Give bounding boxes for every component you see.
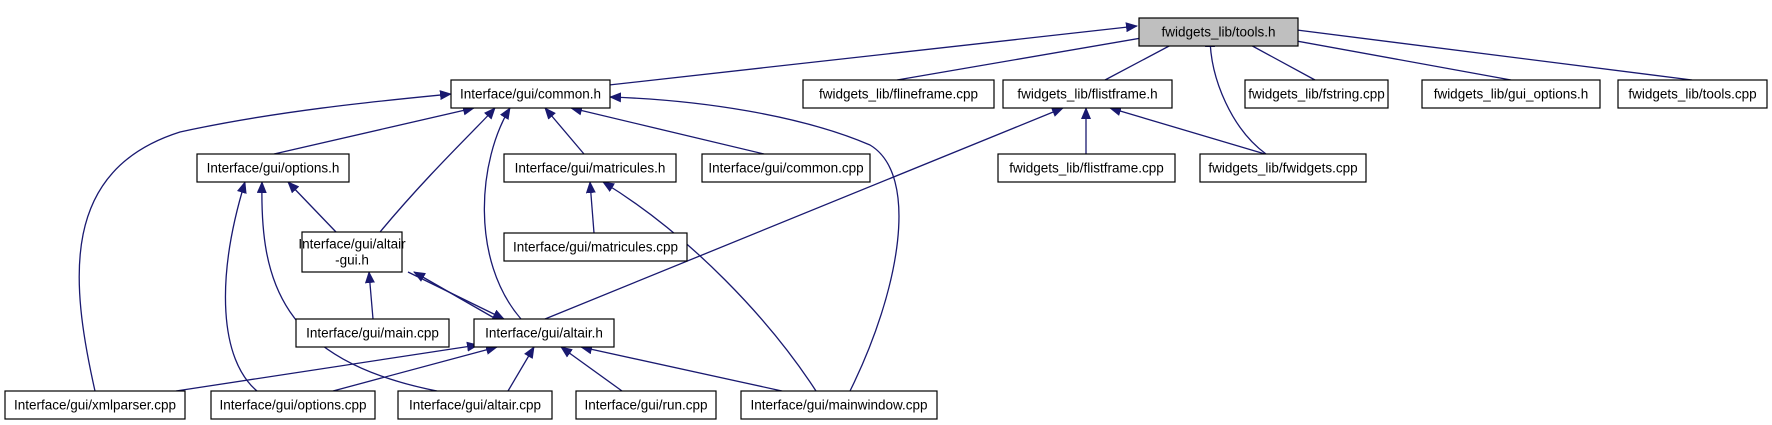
edge-xmlparser-cpp-to-altair-h — [175, 341, 479, 392]
node-label: fwidgets_lib/tools.h — [1161, 25, 1275, 40]
node-box[interactable] — [701, 153, 871, 183]
node-flineframe-cpp[interactable]: fwidgets_lib/flineframe.cpp — [802, 79, 995, 109]
edge-mainwindow-cpp-to-altair-h — [580, 344, 783, 392]
node-box[interactable] — [740, 390, 938, 420]
node-box[interactable] — [196, 153, 350, 183]
node-box[interactable] — [1617, 79, 1768, 109]
edge-altair-cpp-to-options-h — [256, 181, 438, 392]
edge-mainwindow-cpp-to-common-h — [609, 92, 900, 392]
node-box[interactable] — [301, 231, 403, 273]
node-box[interactable] — [1421, 79, 1601, 109]
node-fstring-cpp[interactable]: fwidgets_lib/fstring.cpp — [1244, 79, 1389, 109]
node-box[interactable] — [450, 79, 611, 109]
edge-altair-gui-h-to-options-h — [287, 181, 337, 233]
node-common-h[interactable]: Interface/gui/common.h — [450, 79, 611, 109]
edge-altair-gui-h-to-altair-h — [407, 271, 505, 320]
node-run-cpp[interactable]: Interface/gui/run.cpp — [575, 390, 717, 420]
edge-options-cpp-to-altair-h — [332, 345, 498, 392]
node-flistframe-cpp[interactable]: fwidgets_lib/flistframe.cpp — [997, 153, 1176, 183]
node-matricules-h[interactable]: Interface/gui/matricules.h — [503, 153, 677, 183]
node-label: Interface/gui/xmlparser.cpp — [14, 398, 176, 413]
edge-common-h-to-tools-h — [608, 22, 1138, 86]
node-fwidgets-cpp[interactable]: fwidgets_lib/fwidgets.cpp — [1199, 153, 1367, 183]
edge-altair-h-to-common-h — [483, 107, 522, 320]
nodes: fwidgets_lib/tools.hInterface/gui/common… — [4, 17, 1768, 420]
node-box[interactable] — [4, 390, 186, 420]
node-label: fwidgets_lib/gui_options.h — [1434, 87, 1589, 102]
node-label: Interface/gui/altair.h — [485, 326, 603, 341]
node-box[interactable] — [1244, 79, 1389, 109]
edge-options-h-to-common-h — [273, 105, 475, 155]
node-box[interactable] — [210, 390, 376, 420]
node-label: Interface/gui/run.cpp — [584, 398, 707, 413]
node-label: Interface/gui/common.cpp — [708, 161, 863, 176]
edge-mainwindow-cpp-to-matricules-h — [602, 181, 817, 392]
edges — [78, 22, 1693, 392]
node-label: Interface/gui/common.h — [460, 87, 601, 102]
node-box[interactable] — [1199, 153, 1367, 183]
node-box[interactable] — [473, 318, 615, 348]
node-mainwindow-cpp[interactable]: Interface/gui/mainwindow.cpp — [740, 390, 938, 420]
node-box[interactable] — [503, 153, 677, 183]
node-label: fwidgets_lib/flistframe.h — [1017, 87, 1157, 102]
edge-tools-cpp-to-tools-h — [1280, 24, 1693, 81]
node-options-cpp[interactable]: Interface/gui/options.cpp — [210, 390, 376, 420]
edge-altair-h-to-flistframe-h — [544, 107, 1064, 320]
edge-run-cpp-to-altair-h — [560, 346, 623, 392]
node-box[interactable] — [1138, 17, 1299, 47]
node-xmlparser-cpp[interactable]: Interface/gui/xmlparser.cpp — [4, 390, 186, 420]
edge-fwidgets-cpp-to-flistframe-h — [1109, 106, 1266, 155]
edge-xmlparser-cpp-to-common-h — [78, 90, 452, 392]
node-label: fwidgets_lib/flineframe.cpp — [819, 87, 978, 102]
node-label: fwidgets_lib/tools.cpp — [1628, 87, 1756, 102]
node-label: fwidgets_lib/fstring.cpp — [1248, 87, 1385, 102]
node-common-cpp[interactable]: Interface/gui/common.cpp — [701, 153, 871, 183]
node-label: Interface/gui/matricules.cpp — [513, 240, 678, 255]
node-label: Interface/gui/altair.cpp — [409, 398, 541, 413]
node-label: fwidgets_lib/flistframe.cpp — [1009, 161, 1164, 176]
node-gui-options-h[interactable]: fwidgets_lib/gui_options.h — [1421, 79, 1601, 109]
node-label: Interface/gui/matricules.h — [515, 161, 666, 176]
node-label: Interface/gui/options.h — [207, 161, 340, 176]
edge-main-cpp-to-altair-gui-h — [364, 271, 375, 320]
node-tools-h[interactable]: fwidgets_lib/tools.h — [1138, 17, 1299, 47]
node-label: -gui.h — [335, 253, 369, 268]
node-label: Interface/gui/main.cpp — [306, 326, 439, 341]
node-label: Interface/gui/options.cpp — [219, 398, 366, 413]
node-altair-cpp[interactable]: Interface/gui/altair.cpp — [397, 390, 553, 420]
edge-flineframe-cpp-to-tools-h — [896, 32, 1154, 81]
node-box[interactable] — [397, 390, 553, 420]
edge-matricules-h-to-common-h — [544, 107, 585, 155]
edge-altair-cpp-to-altair-h — [507, 346, 535, 392]
edge-altair-gui-h-to-common-h — [379, 107, 496, 233]
edge-gui-options-h-to-tools-h — [1257, 31, 1512, 81]
node-label: fwidgets_lib/fwidgets.cpp — [1208, 161, 1357, 176]
node-matricules-cpp[interactable]: Interface/gui/matricules.cpp — [503, 232, 688, 262]
node-altair-gui-h[interactable]: Interface/gui/altair-gui.h — [298, 231, 406, 273]
node-box[interactable] — [575, 390, 717, 420]
node-box[interactable] — [997, 153, 1176, 183]
node-box[interactable] — [1002, 79, 1173, 109]
node-box[interactable] — [503, 232, 688, 262]
edge-options-cpp-to-options-h — [224, 181, 258, 392]
edge-fwidgets-cpp-to-tools-h — [1205, 35, 1267, 155]
node-label: Interface/gui/mainwindow.cpp — [750, 398, 927, 413]
edge-matricules-cpp-to-matricules-h — [585, 181, 596, 234]
node-box[interactable] — [295, 318, 450, 348]
edge-common-cpp-to-common-h — [570, 105, 765, 155]
node-tools-cpp[interactable]: fwidgets_lib/tools.cpp — [1617, 79, 1768, 109]
node-box[interactable] — [802, 79, 995, 109]
node-label: Interface/gui/altair — [298, 237, 406, 252]
node-options-h[interactable]: Interface/gui/options.h — [196, 153, 350, 183]
node-flistframe-h[interactable]: fwidgets_lib/flistframe.h — [1002, 79, 1173, 109]
node-main-cpp[interactable]: Interface/gui/main.cpp — [295, 318, 450, 348]
node-altair-h[interactable]: Interface/gui/altair.h — [473, 318, 615, 348]
